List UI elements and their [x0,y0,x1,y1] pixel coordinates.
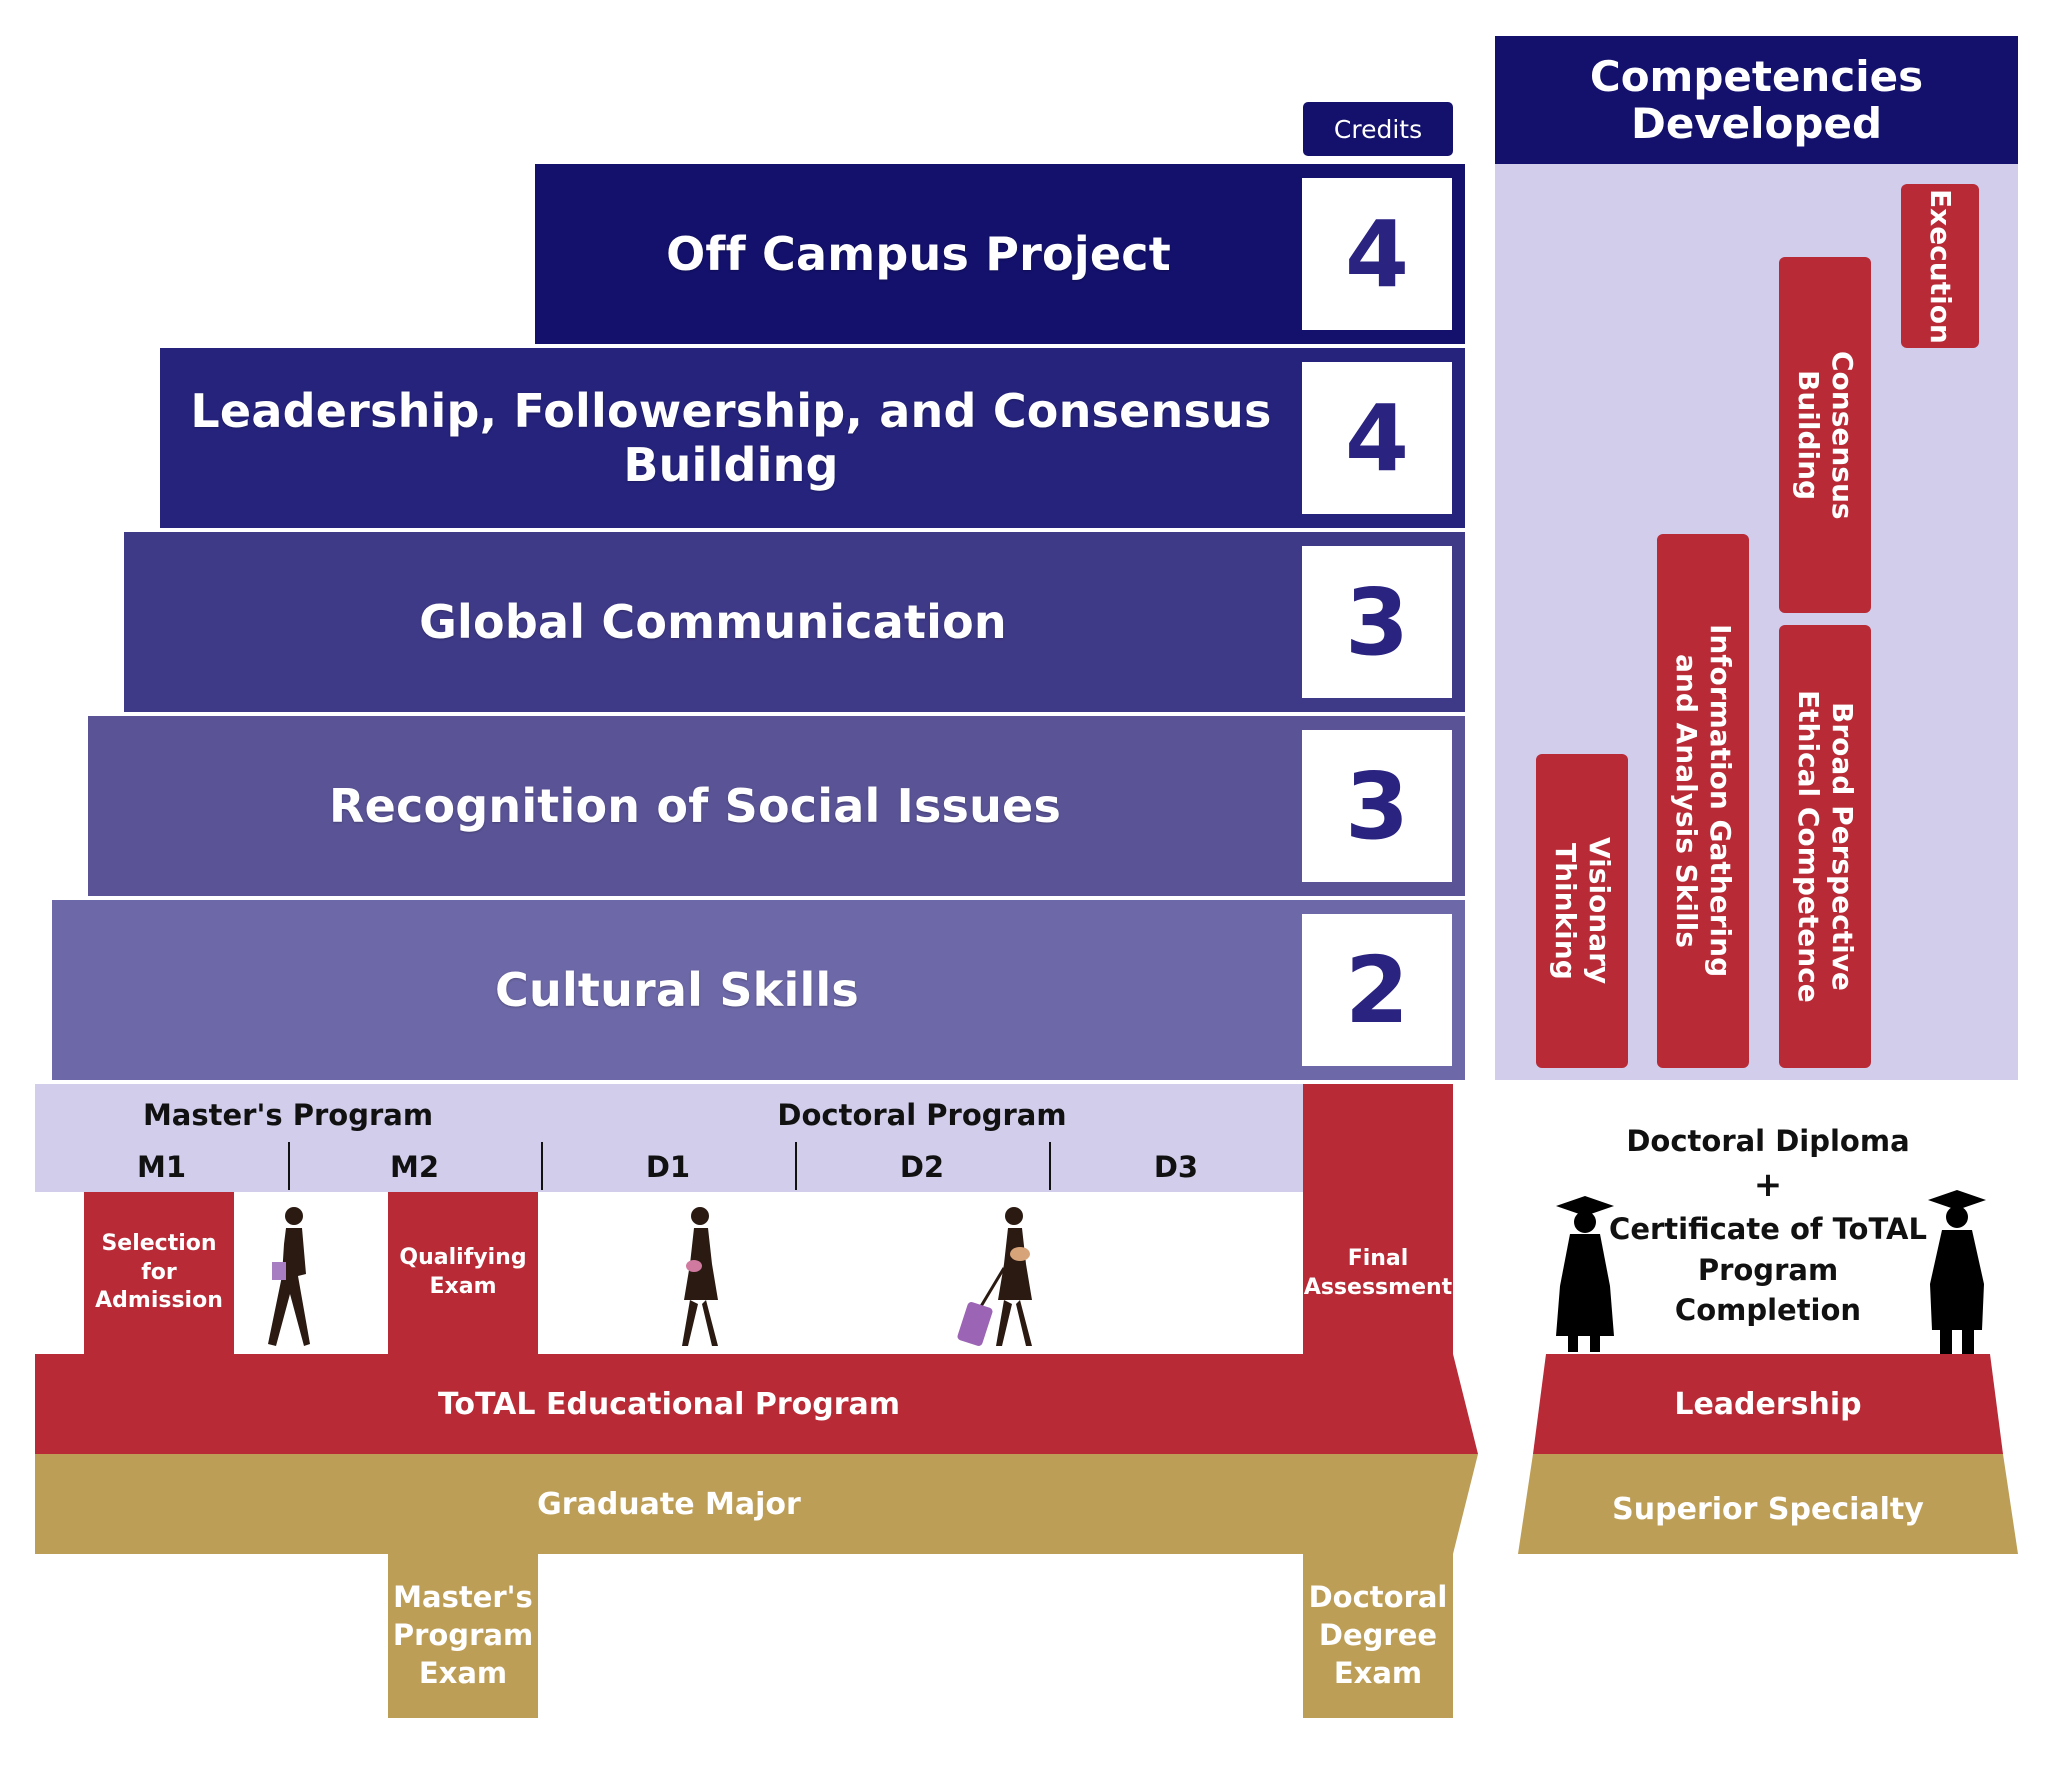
masters-program-label: Master's Program [142,1098,434,1132]
year-divider [1049,1142,1051,1190]
year-divider [288,1142,290,1190]
competency-execution: Execution [1901,184,1979,348]
credits-header: Credits [1303,102,1453,156]
year-m2: M2 [389,1150,440,1184]
diploma-plus: + [1753,1164,1783,1205]
course-name: Global Communication [419,595,1007,649]
total-educational-program-band: ToTAL Educational Program [437,1386,901,1422]
timeline-header: Master's Program Doctoral Program M1 M2 … [35,1084,1303,1192]
course-recognition-social-issues: Recognition of Social Issues 3 [88,716,1465,896]
year-d3: D3 [1153,1150,1199,1184]
competency-broad-perspective: Broad Perspective Ethical Competence [1779,625,1871,1068]
doctoral-program-label: Doctoral Program [777,1098,1067,1132]
competency-visionary-thinking: Visionary Thinking [1536,754,1628,1068]
walking-student-icon [268,1207,310,1346]
leadership-band: Leadership [1674,1386,1862,1422]
milestone-selection-admission: Selection for Admission [84,1192,234,1354]
competency-label: Information Gathering and Analysis Skill… [1670,624,1738,978]
competencies-title-line1: Competencies [1589,51,1924,101]
year-divider [795,1142,797,1190]
milestone-final-assessment: Final Assessment [1303,1084,1453,1354]
competency-label: Broad Perspective Ethical Competence [1792,690,1860,1003]
graduate-major-band: Graduate Major [537,1486,801,1522]
milestone-qualifying-exam: Qualifying Exam [388,1192,538,1354]
competencies-panel: Execution Consensus Building Information… [1495,164,2018,1080]
course-off-campus-project: Off Campus Project 4 [535,164,1465,344]
doctoral-degree-exam: Doctoral Degree Exam [1303,1554,1453,1718]
credits-header-label: Credits [1333,114,1423,144]
competency-label: Consensus Building [1792,350,1860,520]
diploma-line3: Program Completion [1674,1252,1862,1328]
course-name: Cultural Skills [495,963,859,1017]
competency-information-gathering: Information Gathering and Analysis Skill… [1657,534,1749,1068]
credit-value: 3 [1302,730,1452,882]
competency-label: Execution [1924,188,1958,344]
competency-label: Visionary Thinking [1549,837,1617,985]
course-name: Leadership, Followership, and Consensus … [190,384,1272,492]
course-global-communication: Global Communication 3 [124,532,1465,712]
competencies-title: Competencies Developed [1495,36,2018,164]
course-name: Recognition of Social Issues [328,779,1062,833]
competencies-title-line2: Developed [1630,99,1883,148]
diploma-line1: Doctoral Diploma [1626,1124,1910,1159]
year-d2: D2 [899,1150,945,1184]
competency-consensus-building: Consensus Building [1779,257,1871,613]
course-cultural-skills: Cultural Skills 2 [52,900,1465,1080]
walking-student-with-luggage-icon [957,1207,1032,1346]
course-leadership-followership: Leadership, Followership, and Consensus … [160,348,1465,528]
credit-value: 2 [1302,914,1452,1066]
year-divider [541,1142,543,1190]
diploma-line2: Certificate of ToTAL [1609,1212,1927,1247]
course-name: Off Campus Project [666,227,1171,281]
credit-value: 4 [1302,178,1452,330]
walking-student-icon [682,1207,718,1346]
masters-program-exam: Master's Program Exam [388,1554,538,1718]
year-d1: D1 [645,1150,691,1184]
superior-specialty-band: Superior Specialty [1612,1491,1924,1527]
credit-value: 4 [1302,362,1452,514]
graduate-icon [1556,1196,1614,1352]
year-m1: M1 [136,1150,187,1184]
graduate-icon [1928,1190,1986,1354]
credit-value: 3 [1302,546,1452,698]
diploma-text: Doctoral Diploma + Certificate of ToTAL … [1606,1124,1930,1327]
